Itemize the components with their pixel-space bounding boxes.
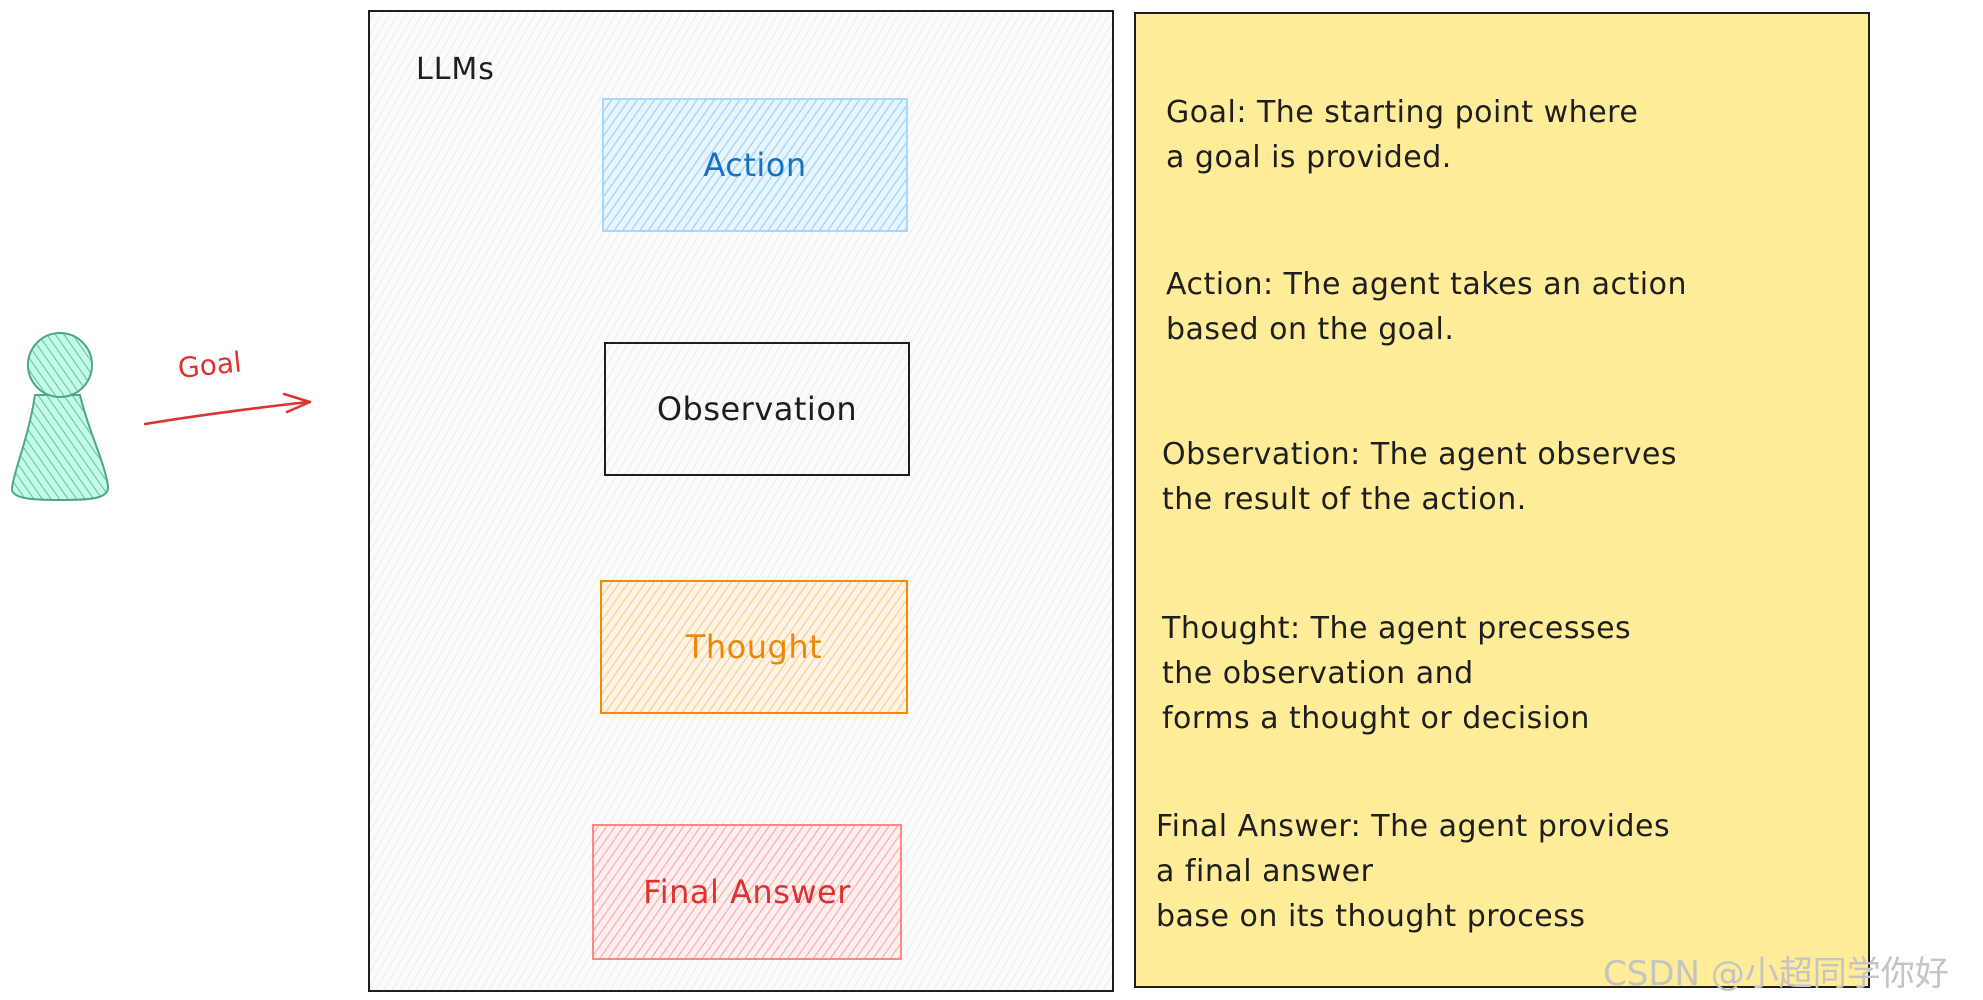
note-line: forms a thought or decision xyxy=(1162,701,1590,736)
note-line: base on its thought process xyxy=(1156,899,1586,934)
llm-panel-title: LLMs xyxy=(416,52,495,87)
final-answer-node-label: Final Answer xyxy=(643,873,851,911)
note-line: Final Answer: The agent provides xyxy=(1156,809,1671,844)
observation-node: Observation xyxy=(604,342,910,476)
action-node-label: Action xyxy=(703,146,807,184)
goal-label: Goal xyxy=(176,345,244,385)
llm-panel: LLMs Action Observation Thought Final An… xyxy=(368,10,1114,992)
observation-node-label: Observation xyxy=(656,390,858,428)
note-line: the observation and xyxy=(1162,656,1474,691)
action-node: Action xyxy=(602,98,908,232)
note-goal: Goal: The starting point where a goal is… xyxy=(1166,90,1856,180)
thought-node: Thought xyxy=(600,580,908,714)
note-observation: Observation: The agent observes the resu… xyxy=(1162,432,1852,522)
note-line: the result of the action. xyxy=(1162,482,1527,517)
note-thought: Thought: The agent precesses the observa… xyxy=(1162,606,1852,741)
note-line: a final answer xyxy=(1156,854,1374,889)
person-icon xyxy=(11,332,110,501)
note-line: Action: The agent takes an action xyxy=(1166,267,1687,302)
note-line: Observation: The agent observes xyxy=(1162,437,1678,472)
notes-panel: Goal: The starting point where a goal is… xyxy=(1134,12,1870,988)
note-line: based on the goal. xyxy=(1166,312,1455,347)
goal-arrow xyxy=(143,392,312,426)
note-line: a goal is provided. xyxy=(1166,140,1452,175)
thought-node-label: Thought xyxy=(685,628,823,666)
final-answer-node: Final Answer xyxy=(592,824,902,960)
note-final-answer: Final Answer: The agent provides a final… xyxy=(1156,804,1846,939)
note-line: Thought: The agent precesses xyxy=(1162,611,1632,646)
note-action: Action: The agent takes an action based … xyxy=(1166,262,1856,352)
note-line: Goal: The starting point where xyxy=(1166,95,1639,130)
watermark: CSDN @小超同学你好 xyxy=(1603,954,1949,994)
